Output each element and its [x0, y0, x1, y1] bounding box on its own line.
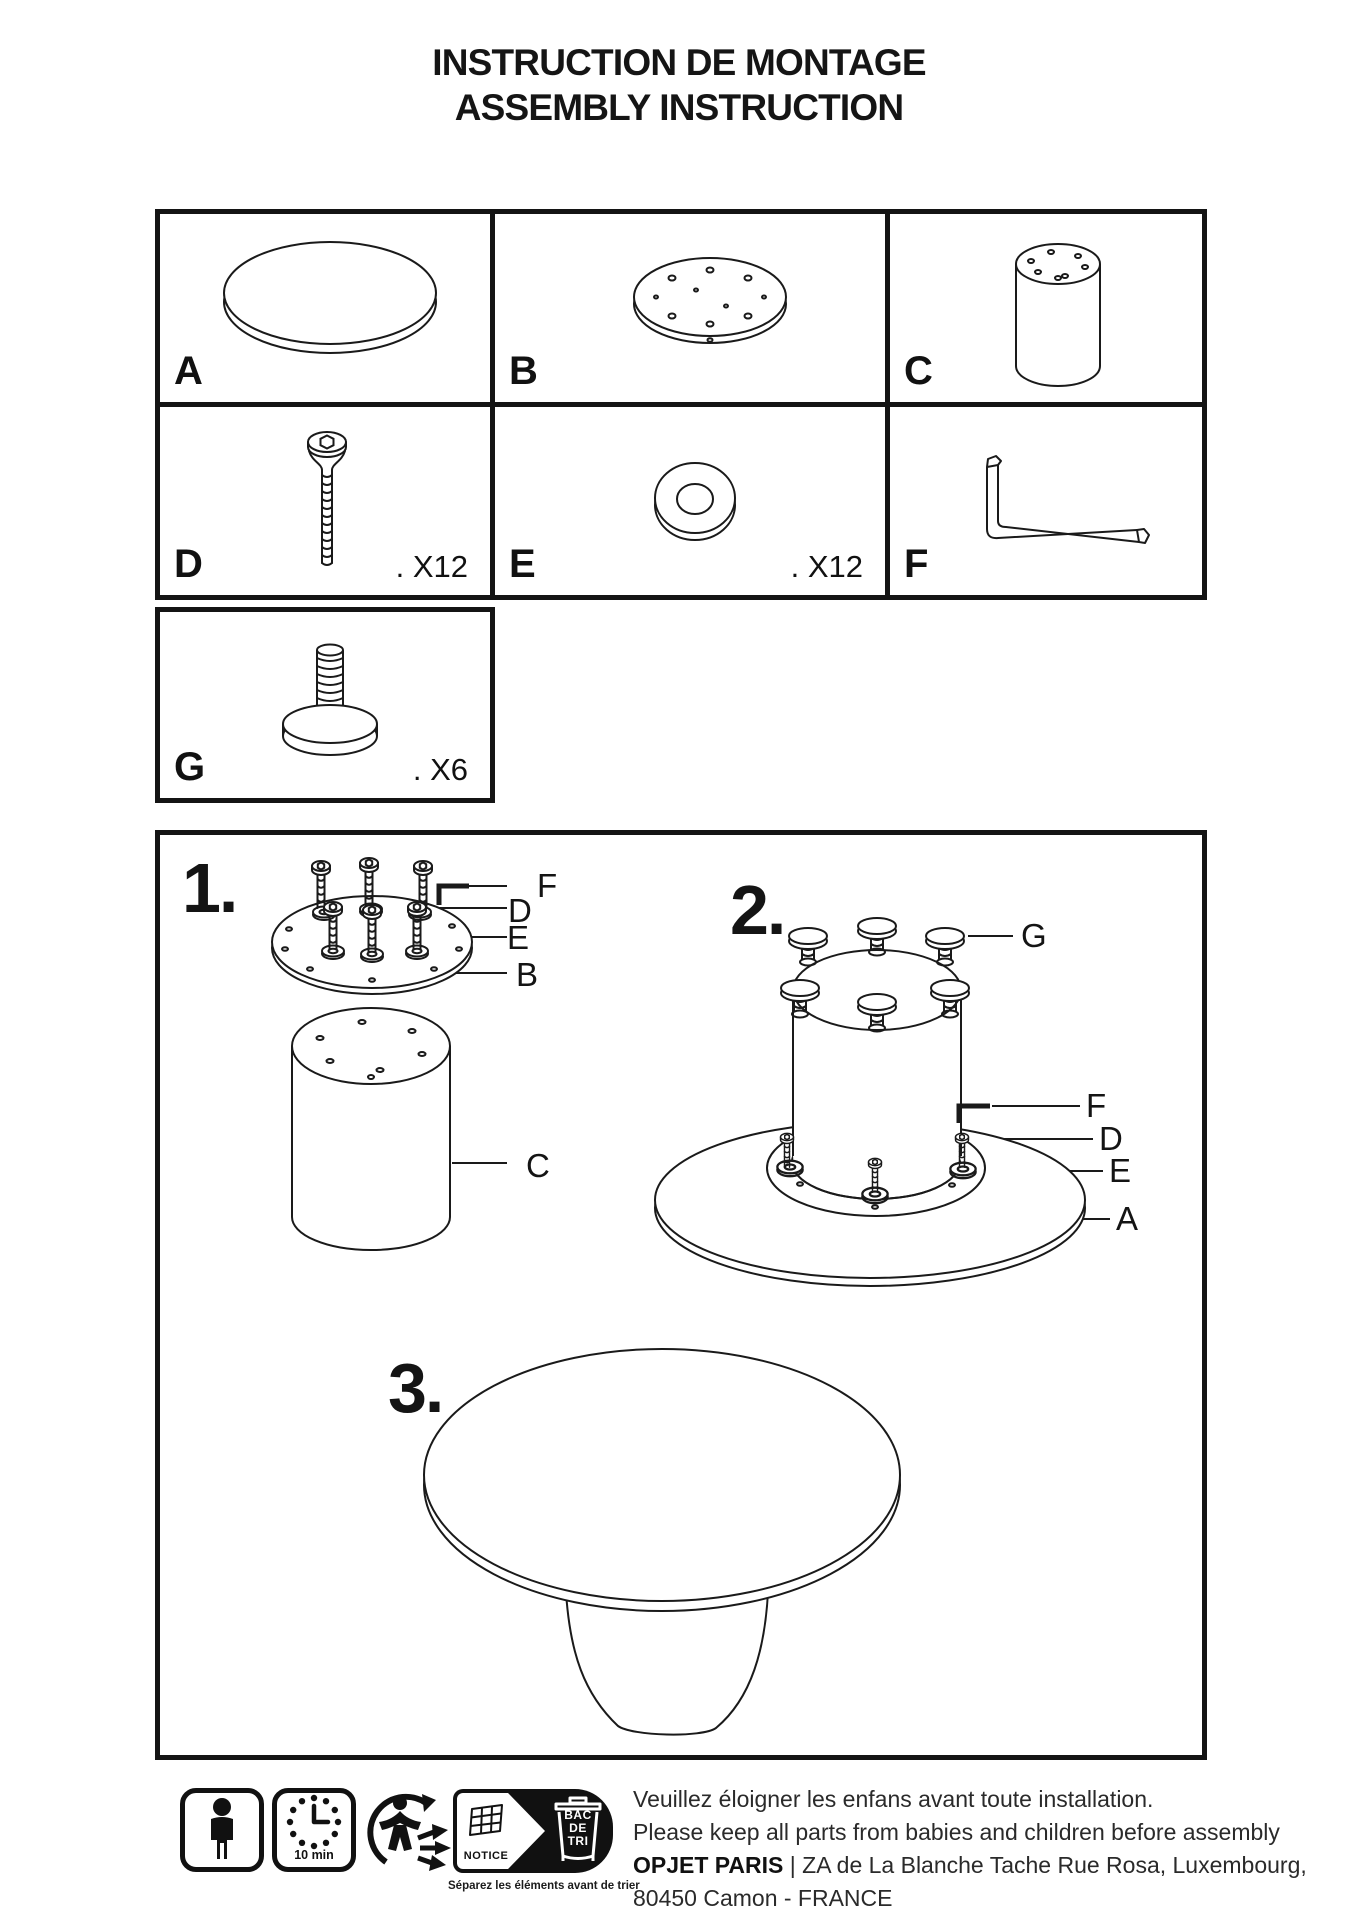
step-3-number: 3.	[388, 1349, 444, 1427]
part-b-label: B	[509, 349, 538, 393]
warning-text-fr: Veuillez éloigner les enfans avant toute…	[633, 1786, 1154, 1812]
part-g-label: G	[174, 745, 206, 789]
step-1-callout-b: B	[516, 956, 539, 993]
part-e-quantity: . X12	[790, 549, 863, 584]
brand-address-line: OPJET PARIS | ZA de La Blanche Tache Rue…	[633, 1852, 1307, 1879]
part-e-washer-illustration	[654, 462, 736, 541]
step-2-callout-e: E	[1109, 1152, 1132, 1189]
address-line-2: 80450 Camon - FRANCE	[633, 1885, 893, 1911]
part-d-quantity: . X12	[395, 549, 468, 584]
part-f-allen-key-illustration	[986, 455, 1150, 544]
step-1-callout-e: E	[507, 919, 530, 956]
step-2-callout-a: A	[1116, 1200, 1139, 1237]
step-1-callout-c: C	[526, 1147, 550, 1184]
part-g-foot-illustration	[282, 643, 378, 756]
step-2-diagram	[654, 917, 1110, 1287]
step-1-callout-d: D	[508, 892, 532, 929]
part-cell-c: C	[885, 209, 1207, 407]
part-cell-b: B	[490, 209, 890, 407]
warning-text-en: Please keep all parts from babies and ch…	[633, 1819, 1280, 1845]
notice-label: NOTICE	[463, 1850, 509, 1862]
brand-name: OPJET PARIS	[633, 1852, 784, 1878]
page-title-line-fr: INSTRUCTION DE MONTAGE	[432, 42, 926, 83]
step-1-number: 1.	[182, 849, 238, 927]
part-a-tabletop-illustration	[223, 241, 437, 354]
part-cell-f: F	[885, 402, 1207, 600]
step-2-callout-g: G	[1021, 917, 1047, 954]
sorting-bin-glyph	[554, 1796, 602, 1861]
adult-person-icon	[180, 1788, 264, 1872]
notice-leaflet-icon: NOTICE	[457, 1793, 545, 1869]
page-title: INSTRUCTION DE MONTAGE ASSEMBLY INSTRUCT…	[0, 40, 1358, 130]
part-d-label: D	[174, 542, 203, 586]
step-1-callout-f: F	[537, 867, 558, 904]
step-3-diagram	[423, 1348, 901, 1736]
triman-recycle-icon	[367, 1793, 451, 1871]
part-cell-g: G . X6	[155, 607, 495, 803]
sort-caption: Séparez les éléments avant de trier	[448, 1880, 640, 1892]
part-cell-e: E . X12	[490, 402, 890, 600]
bin-label: BAC DE TRI	[564, 1808, 592, 1848]
part-cell-a: A	[155, 209, 495, 407]
part-d-screw-illustration	[307, 431, 347, 566]
part-e-label: E	[509, 542, 536, 586]
part-c-label: C	[904, 349, 933, 393]
part-g-quantity: . X6	[412, 752, 468, 787]
part-c-column-illustration	[1015, 243, 1101, 387]
step-2-number: 2.	[730, 871, 786, 949]
part-cell-d: D . X12	[155, 402, 495, 600]
clock-icon: 10 min	[272, 1788, 356, 1872]
part-a-label: A	[174, 349, 203, 393]
step-1-diagram	[271, 857, 507, 1251]
assembly-time-label: 10 min	[294, 1848, 334, 1862]
step-2-callout-d: D	[1099, 1120, 1123, 1157]
brand-address: | ZA de La Blanche Tache Rue Rosa, Luxem…	[783, 1852, 1307, 1878]
part-b-plate-illustration	[633, 257, 787, 344]
page-title-line-en: ASSEMBLY INSTRUCTION	[454, 87, 904, 128]
notice-sort-bin-icon: NOTICE BAC DE TRI	[453, 1789, 613, 1873]
part-f-label: F	[904, 542, 929, 586]
step-2-callout-f: F	[1086, 1087, 1107, 1124]
